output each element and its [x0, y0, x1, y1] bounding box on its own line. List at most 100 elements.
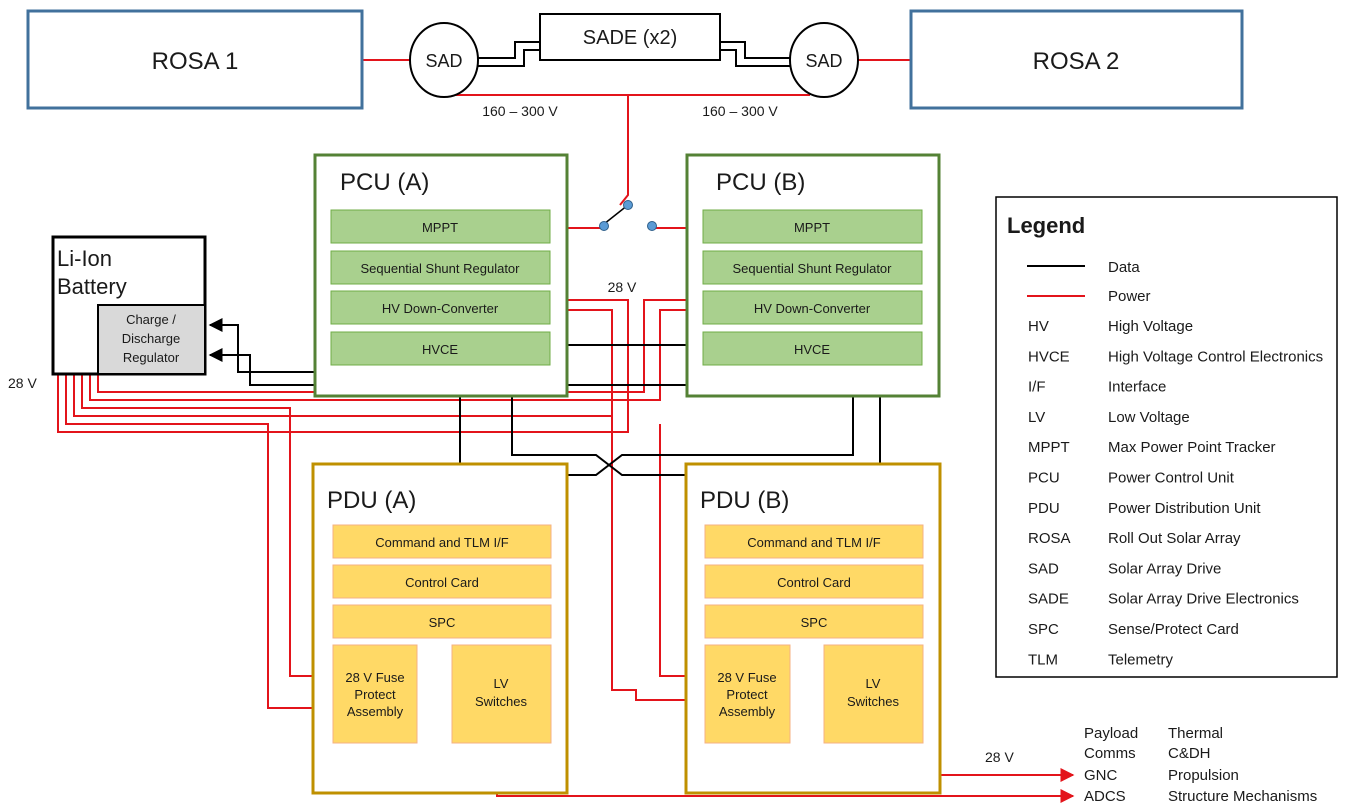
card-label: HVCE — [794, 342, 830, 357]
legend-abbr: PDU — [1028, 500, 1060, 517]
legend-meaning: Solar Array Drive Electronics — [1108, 591, 1299, 608]
legend-meaning: High Voltage Control Electronics — [1108, 348, 1323, 365]
legend-line-label: Data — [1108, 259, 1140, 276]
legend-abbr: MPPT — [1028, 439, 1070, 456]
load-item: GNC — [1084, 767, 1118, 784]
rosa-1: ROSA 1 — [26, 9, 364, 110]
card-label: HV Down-Converter — [382, 301, 499, 316]
pdu-b: PDU (B) Command and TLM I/F Control Card… — [684, 462, 942, 795]
sad-right-label: SAD — [805, 51, 842, 71]
pdu-a-command-tlm: Command and TLM I/F — [332, 524, 552, 559]
card-label: Command and TLM I/F — [375, 535, 508, 550]
pdu-a-lv-switches: LV Switches — [451, 644, 552, 744]
power-line-battery-pdua-2 — [81, 375, 333, 677]
pcu-b: PCU (B) MPPT Sequential Shunt Regulator … — [685, 153, 941, 398]
pdu-a-title: PDU (A) — [327, 487, 416, 514]
legend-abbr: HV — [1028, 318, 1049, 335]
legend-abbr: SPC — [1028, 621, 1059, 638]
pdu-b-command-tlm: Command and TLM I/F — [704, 524, 924, 559]
battery-voltage-label: 28 V — [8, 375, 37, 391]
sad-right: SAD — [789, 22, 859, 98]
card-label: Command and TLM I/F — [747, 535, 880, 550]
load-item: Propulsion — [1168, 767, 1239, 784]
loads-list: Payload Comms GNC ADCS Thermal C&DH Prop… — [1084, 725, 1317, 805]
pdu-b-title: PDU (B) — [700, 487, 789, 514]
regulator-label: Discharge — [122, 331, 181, 346]
card-label: Assembly — [719, 704, 776, 719]
legend-meaning: Telemetry — [1108, 651, 1174, 668]
battery-title: Li-Ion — [57, 246, 112, 271]
legend-meaning: High Voltage — [1108, 318, 1193, 335]
pdu-b-control-card: Control Card — [704, 564, 924, 599]
rosa-1-label: ROSA 1 — [152, 48, 239, 75]
legend-meaning: Sense/Protect Card — [1108, 621, 1239, 638]
pdu-a-fuse-assembly: 28 V Fuse Protect Assembly — [332, 644, 418, 744]
legend-meaning: Interface — [1108, 379, 1166, 396]
card-label: MPPT — [422, 220, 458, 235]
card-label: Switches — [847, 694, 900, 709]
data-line-sad-sade-left — [477, 41, 540, 59]
load-item: Payload — [1084, 725, 1138, 742]
charge-discharge-regulator: Charge / Discharge Regulator — [97, 304, 206, 375]
legend-abbr: I/F — [1028, 379, 1046, 396]
load-item: ADCS — [1084, 788, 1126, 805]
pdu-b-lv-switches: LV Switches — [823, 644, 924, 744]
pcu-a-mppt: MPPT — [330, 209, 551, 244]
rosa-2-label: ROSA 2 — [1033, 48, 1120, 75]
legend-meaning: Low Voltage — [1108, 409, 1190, 426]
data-line-sade-sad-right — [720, 41, 790, 59]
loads-voltage-label: 28 V — [985, 749, 1014, 765]
power-line-bus-to-switch — [619, 95, 629, 206]
rosa-2: ROSA 2 — [909, 9, 1244, 110]
card-label: 28 V Fuse — [717, 670, 776, 685]
load-item: Thermal — [1168, 725, 1223, 742]
sade-label: SADE (x2) — [583, 27, 677, 49]
power-line-pdub-fuse — [611, 416, 706, 701]
pdu-a-spc: SPC — [332, 604, 552, 639]
pdu-b-fuse-assembly: 28 V Fuse Protect Assembly — [704, 644, 791, 744]
regulator-label: Charge / — [126, 312, 176, 327]
voltage-right-label: 160 – 300 V — [702, 103, 778, 119]
pcu-b-mppt: MPPT — [702, 209, 923, 244]
sad-left: SAD — [409, 22, 479, 98]
pcu-a-hvce: HVCE — [330, 331, 551, 366]
legend-meaning: Power Control Unit — [1108, 470, 1235, 487]
pcu-a-title: PCU (A) — [340, 169, 429, 196]
legend-title: Legend — [1007, 213, 1085, 238]
pcu-b-hvce: HVCE — [702, 331, 923, 366]
card-label: HV Down-Converter — [754, 301, 871, 316]
card-label: Protect — [726, 687, 768, 702]
card-label: Protect — [354, 687, 396, 702]
pcu-voltage-label: 28 V — [608, 279, 637, 295]
legend-abbr: TLM — [1028, 651, 1058, 668]
card-label: LV — [866, 676, 881, 691]
card-label: Sequential Shunt Regulator — [732, 261, 892, 276]
legend-abbr: SADE — [1028, 591, 1069, 608]
pcu-b-title: PCU (B) — [716, 169, 805, 196]
card-label: LV — [494, 676, 509, 691]
legend-line-label: Power — [1108, 288, 1151, 305]
legend-abbr: LV — [1028, 409, 1045, 426]
pcu-a-hv-down-converter: HV Down-Converter — [330, 290, 551, 325]
legend-abbr: PCU — [1028, 470, 1060, 487]
legend-meaning: Solar Array Drive — [1108, 560, 1221, 577]
pdu-b-spc: SPC — [704, 604, 924, 639]
sade-box: SADE (x2) — [539, 13, 721, 61]
legend-abbr: SAD — [1028, 560, 1059, 577]
card-label: SPC — [429, 615, 456, 630]
pcu-a-shunt-regulator: Sequential Shunt Regulator — [330, 250, 551, 285]
sad-left-label: SAD — [425, 51, 462, 71]
data-line — [477, 49, 540, 67]
regulator-label: Regulator — [123, 350, 180, 365]
legend-abbr: ROSA — [1028, 530, 1071, 547]
card-label: 28 V Fuse — [345, 670, 404, 685]
battery-title: Battery — [57, 274, 127, 299]
load-item: Comms — [1084, 745, 1136, 762]
pcu-b-shunt-regulator: Sequential Shunt Regulator — [702, 250, 923, 285]
legend-abbr: HVCE — [1028, 348, 1070, 365]
legend-meaning: Max Power Point Tracker — [1108, 439, 1276, 456]
card-label: Sequential Shunt Regulator — [360, 261, 520, 276]
